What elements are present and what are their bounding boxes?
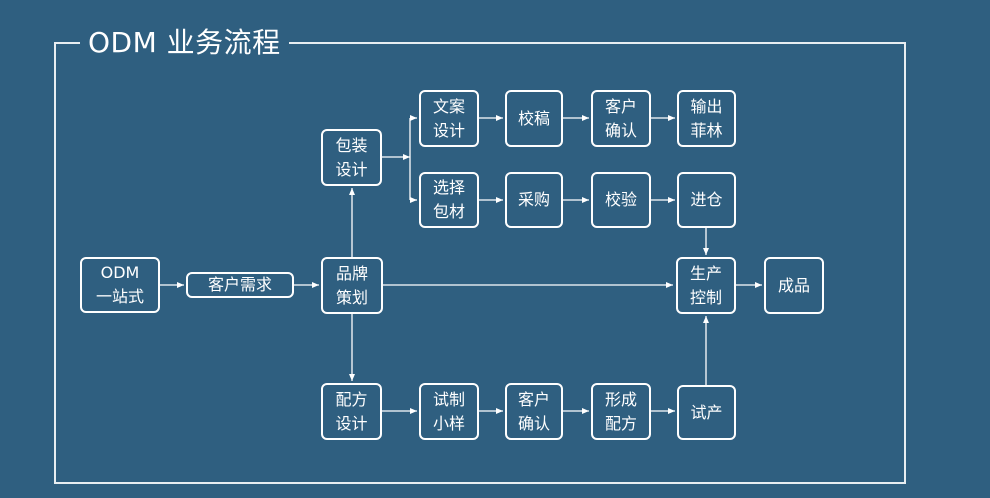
node-customer-demand: 客户需求 [186, 272, 294, 298]
node-output-film: 输出 菲林 [677, 90, 736, 147]
diagram-title: ODM 业务流程 [80, 24, 289, 62]
diagram-frame [54, 42, 906, 484]
node-brand-planning: 品牌 策划 [321, 257, 383, 314]
node-customer-confirm-top: 客户 确认 [591, 90, 651, 147]
node-select-material: 选择 包材 [419, 172, 479, 228]
node-formula-design: 配方 设计 [321, 383, 382, 440]
node-odm-one-stop: ODM 一站式 [80, 257, 160, 313]
node-copy-design: 文案 设计 [419, 90, 479, 147]
node-trial-sample: 试制 小样 [419, 383, 479, 440]
node-warehousing: 进仓 [677, 172, 736, 228]
node-proofreading: 校稿 [505, 90, 563, 147]
node-purchase: 采购 [505, 172, 563, 228]
node-trial-production: 试产 [677, 385, 736, 440]
node-form-formula: 形成 配方 [591, 383, 651, 440]
node-inspection: 校验 [591, 172, 651, 228]
node-finished-product: 成品 [764, 257, 824, 314]
node-production-control: 生产 控制 [676, 257, 736, 314]
node-packaging-design: 包装 设计 [321, 129, 382, 186]
node-customer-confirm-bottom: 客户 确认 [505, 383, 563, 440]
